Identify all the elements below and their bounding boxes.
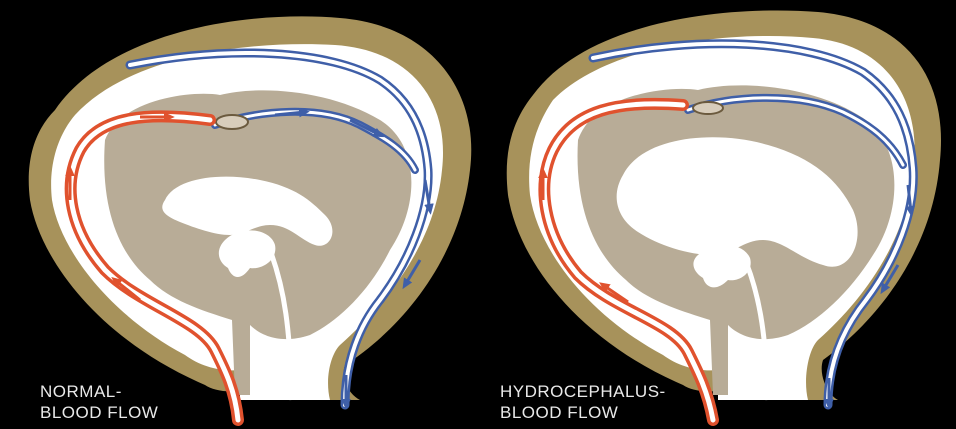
panel-normal — [29, 16, 472, 420]
caption-hydro-line2: BLOOD FLOW — [500, 402, 666, 423]
vein-node-hydro — [693, 102, 723, 114]
caption-hydro-line1: HYDROCEPHALUS- — [500, 381, 666, 402]
vein-node-normal — [216, 115, 248, 129]
panel-hydrocephalus — [507, 10, 941, 420]
caption-normal-line1: NORMAL- — [40, 381, 158, 402]
caption-hydrocephalus: HYDROCEPHALUS- BLOOD FLOW — [500, 381, 666, 423]
caption-normal-line2: BLOOD FLOW — [40, 402, 158, 423]
caption-normal: NORMAL- BLOOD FLOW — [40, 381, 158, 423]
